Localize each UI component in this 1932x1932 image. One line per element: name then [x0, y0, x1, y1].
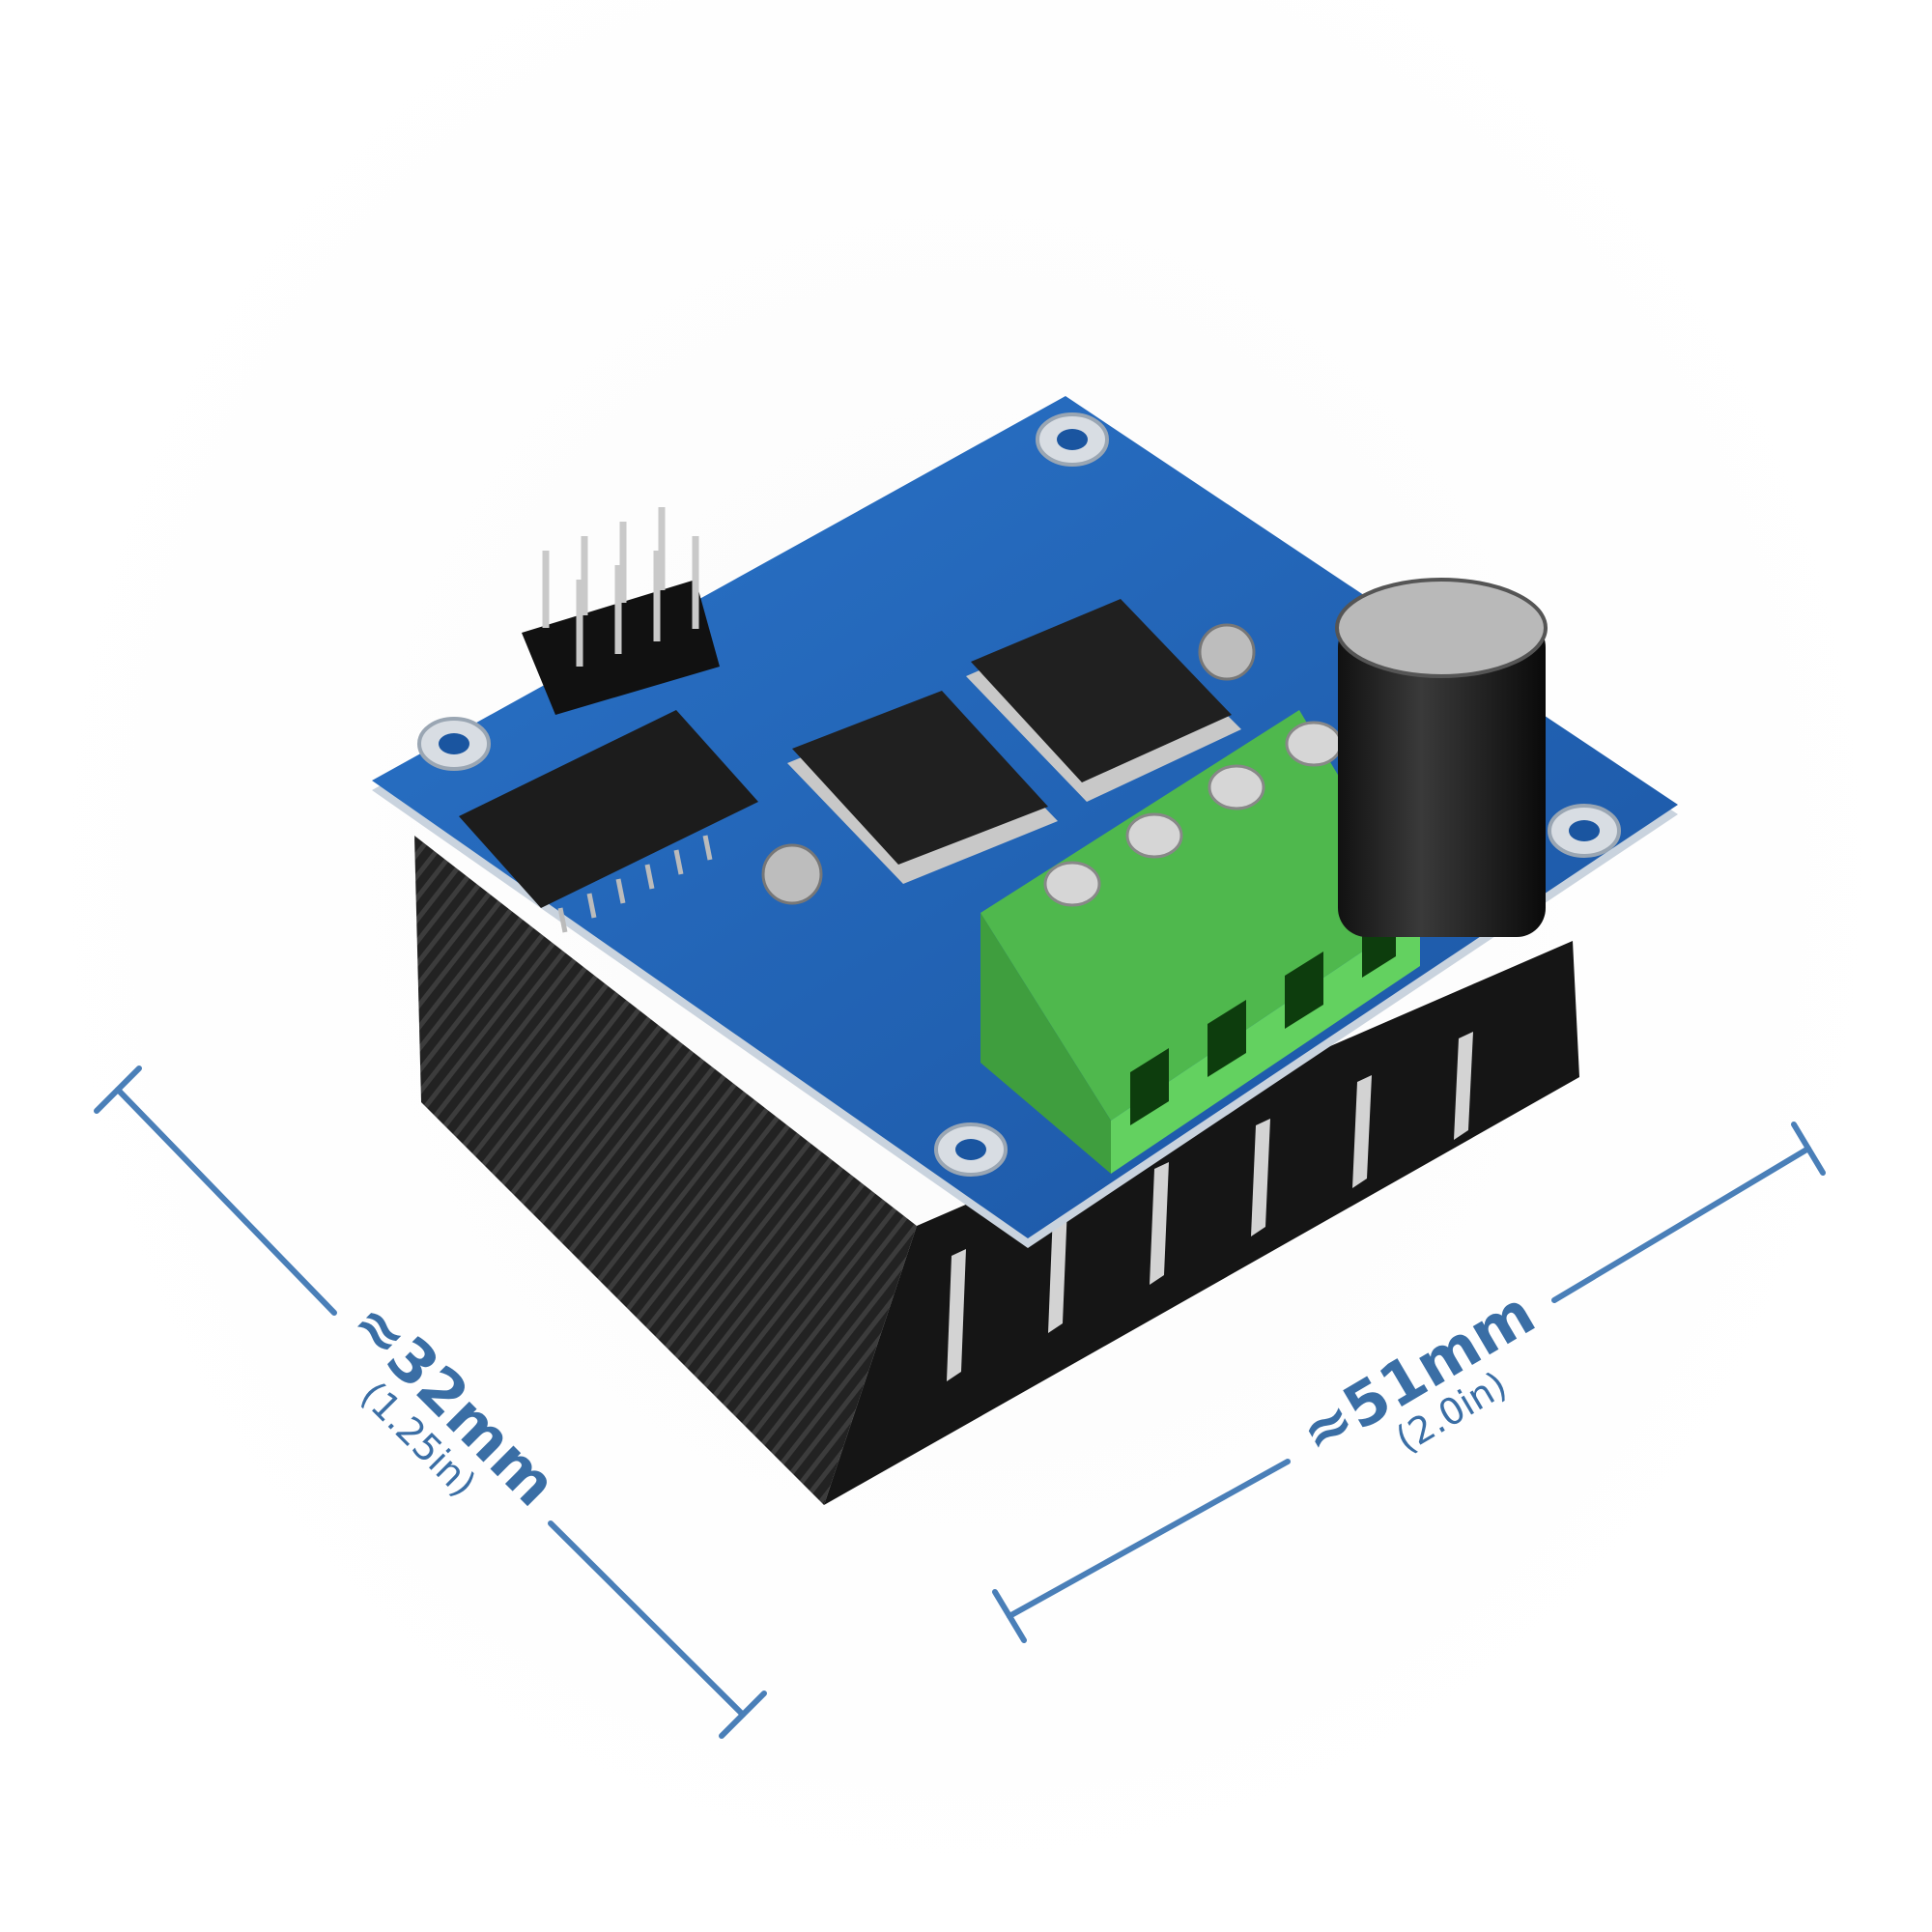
pin-header	[522, 507, 720, 715]
heatsink	[414, 836, 1579, 1505]
depth-dimension	[94, 1065, 767, 1739]
screws	[761, 623, 1256, 905]
driver-chip-left	[787, 691, 1058, 884]
logic-ic-chip	[459, 710, 758, 933]
electrolytic-capacitor	[1335, 578, 1548, 937]
terminal-screws	[1043, 721, 1343, 907]
driver-chip-right	[966, 599, 1241, 802]
width-dimension	[992, 1122, 1826, 1643]
mounting-hole-centers	[439, 429, 1600, 1160]
screw-terminal-block	[980, 710, 1420, 1174]
heatsink-fin-gaps	[947, 1032, 1473, 1381]
